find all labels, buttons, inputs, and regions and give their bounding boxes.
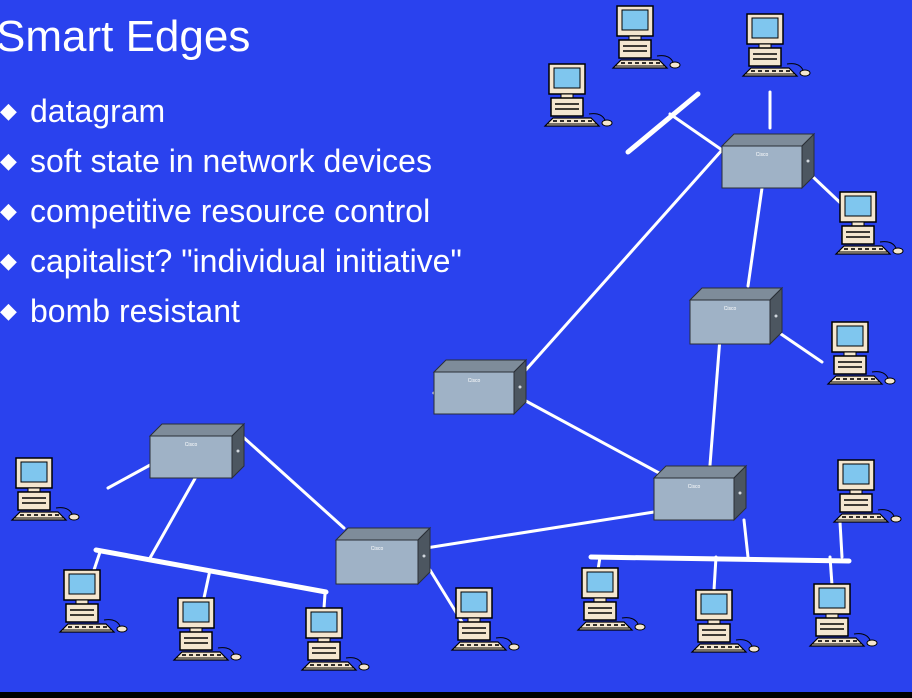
bullet-text: competitive resource control	[30, 193, 431, 229]
diamond-bullet-icon: ◆	[0, 298, 17, 323]
bullet-item: ◆ bomb resistant	[0, 286, 462, 336]
network-link	[708, 336, 722, 467]
router-icon: Cisco	[432, 358, 528, 416]
network-link	[424, 510, 656, 550]
network-link	[240, 434, 346, 530]
diamond-bullet-icon: ◆	[0, 248, 17, 273]
bullet-item: ◆ competitive resource control	[0, 186, 462, 236]
lan-bus	[588, 554, 852, 564]
lan-bus	[625, 91, 701, 155]
network-link	[522, 398, 674, 482]
network-link	[522, 148, 724, 374]
router-icon: Cisco	[652, 464, 748, 522]
bullet-item: ◆ soft state in network devices	[0, 136, 462, 186]
bullet-item: ◆ datagram	[0, 86, 462, 136]
network-link	[148, 473, 199, 560]
bullet-text: bomb resistant	[30, 293, 240, 329]
router-icon: Cisco	[720, 132, 816, 190]
computer-icon	[808, 583, 878, 647]
computer-icon	[300, 607, 370, 671]
router-icon: Cisco	[334, 526, 432, 586]
network-link	[92, 550, 102, 572]
computer-icon	[576, 567, 646, 631]
computer-icon	[832, 459, 902, 523]
router-icon: Cisco	[148, 422, 246, 480]
router-brand-label: Cisco	[688, 484, 701, 490]
computer-icon	[690, 589, 760, 653]
computer-icon	[826, 321, 896, 385]
network-link	[776, 330, 824, 364]
computer-icon	[172, 597, 242, 661]
network-link	[322, 592, 327, 610]
network-link	[106, 462, 154, 490]
computer-icon	[450, 587, 520, 651]
computer-icon	[834, 191, 904, 255]
lan-bus	[93, 547, 329, 595]
bullet-list: ◆ datagram ◆ soft state in network devices…	[0, 86, 462, 336]
bullet-text: capitalist? "individual initiative"	[30, 243, 462, 279]
router-brand-label: Cisco	[185, 442, 198, 448]
diamond-bullet-icon: ◆	[0, 148, 17, 173]
network-link	[746, 186, 764, 288]
bullet-text: datagram	[30, 93, 166, 129]
network-link	[668, 112, 724, 152]
router-brand-label: Cisco	[468, 378, 481, 384]
bottom-rule	[0, 692, 912, 698]
bullet-text: soft state in network devices	[30, 143, 432, 179]
diamond-bullet-icon: ◆	[0, 98, 17, 123]
computer-icon	[611, 5, 681, 69]
network-link	[838, 520, 844, 559]
network-link	[712, 555, 718, 592]
network-link	[202, 568, 212, 600]
computer-icon	[543, 63, 613, 127]
router-brand-label: Cisco	[756, 152, 769, 158]
computer-icon	[10, 457, 80, 521]
computer-icon	[58, 569, 128, 633]
computer-icon	[741, 13, 811, 77]
router-brand-label: Cisco	[371, 546, 384, 552]
router-brand-label: Cisco	[724, 306, 737, 312]
router-icon: Cisco	[688, 286, 784, 346]
diamond-bullet-icon: ◆	[0, 198, 17, 223]
slide-title: Smart Edges	[0, 12, 251, 61]
bullet-item: ◆ capitalist? "individual initiative"	[0, 236, 462, 286]
network-link	[742, 518, 750, 559]
